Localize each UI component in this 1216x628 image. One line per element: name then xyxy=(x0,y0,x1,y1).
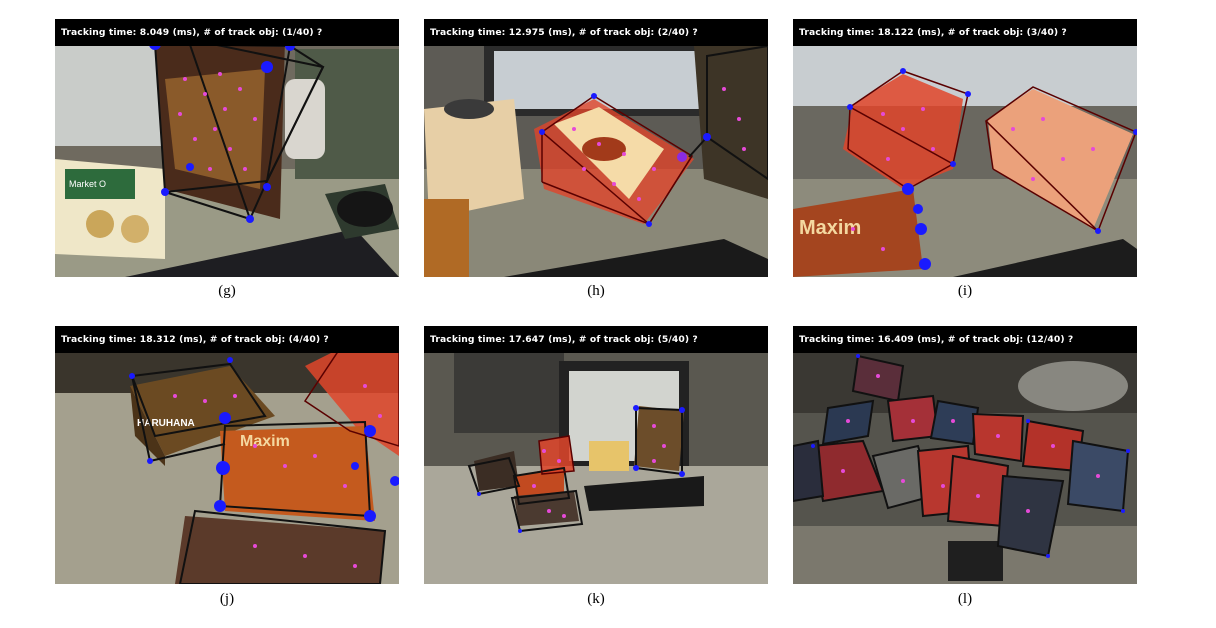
box-label-maxim-j: Maxim xyxy=(240,433,290,450)
box-label-market-o: Market O xyxy=(69,179,106,189)
tracking-frame-j: HARUHANA Maxim Tracking time: 18.312 ( xyxy=(55,326,399,584)
tracking-time-banner: Tracking time: 18.312 (ms), # of track o… xyxy=(55,326,399,353)
tracking-time-banner: Tracking time: 17.647 (ms), # of track o… xyxy=(424,326,768,353)
caption-k: (k) xyxy=(587,591,605,607)
box-label-maxim: Maxim xyxy=(799,217,861,239)
scene-image-k xyxy=(424,326,768,584)
box-label-haruhana: HARUHANA xyxy=(137,418,195,429)
caption-i: (i) xyxy=(957,283,973,299)
tracking-time-banner: Tracking time: 18.122 (ms), # of track o… xyxy=(793,19,1137,46)
caption-g: (g) xyxy=(218,283,236,299)
tracking-time-banner: Tracking time: 12.975 (ms), # of track o… xyxy=(424,19,768,46)
scene-image-h xyxy=(424,19,768,277)
tracking-time-banner: Tracking time: 8.049 (ms), # of track ob… xyxy=(55,19,399,46)
caption-l: (l) xyxy=(957,591,973,607)
scene-image-g: Market O xyxy=(55,19,399,277)
tracking-frame-g: Market O Tracking time: 8.049 (ms), # o xyxy=(55,19,399,277)
tracking-frame-h: Tracking time: 12.975 (ms), # of track o… xyxy=(424,19,768,277)
caption-h: (h) xyxy=(587,283,605,299)
scene-image-l xyxy=(793,326,1137,584)
scene-image-i: Maxim xyxy=(793,19,1137,277)
caption-j: (j) xyxy=(219,591,235,607)
tracking-frame-l: Tracking time: 16.409 (ms), # of track o… xyxy=(793,326,1137,584)
scene-image-j: HARUHANA Maxim xyxy=(55,326,399,584)
tracking-frame-i: Maxim Tracking time: 18.122 (ms), # of t… xyxy=(793,19,1137,277)
tracking-time-banner: Tracking time: 16.409 (ms), # of track o… xyxy=(793,326,1137,353)
tracking-frame-k: Tracking time: 17.647 (ms), # of track o… xyxy=(424,326,768,584)
